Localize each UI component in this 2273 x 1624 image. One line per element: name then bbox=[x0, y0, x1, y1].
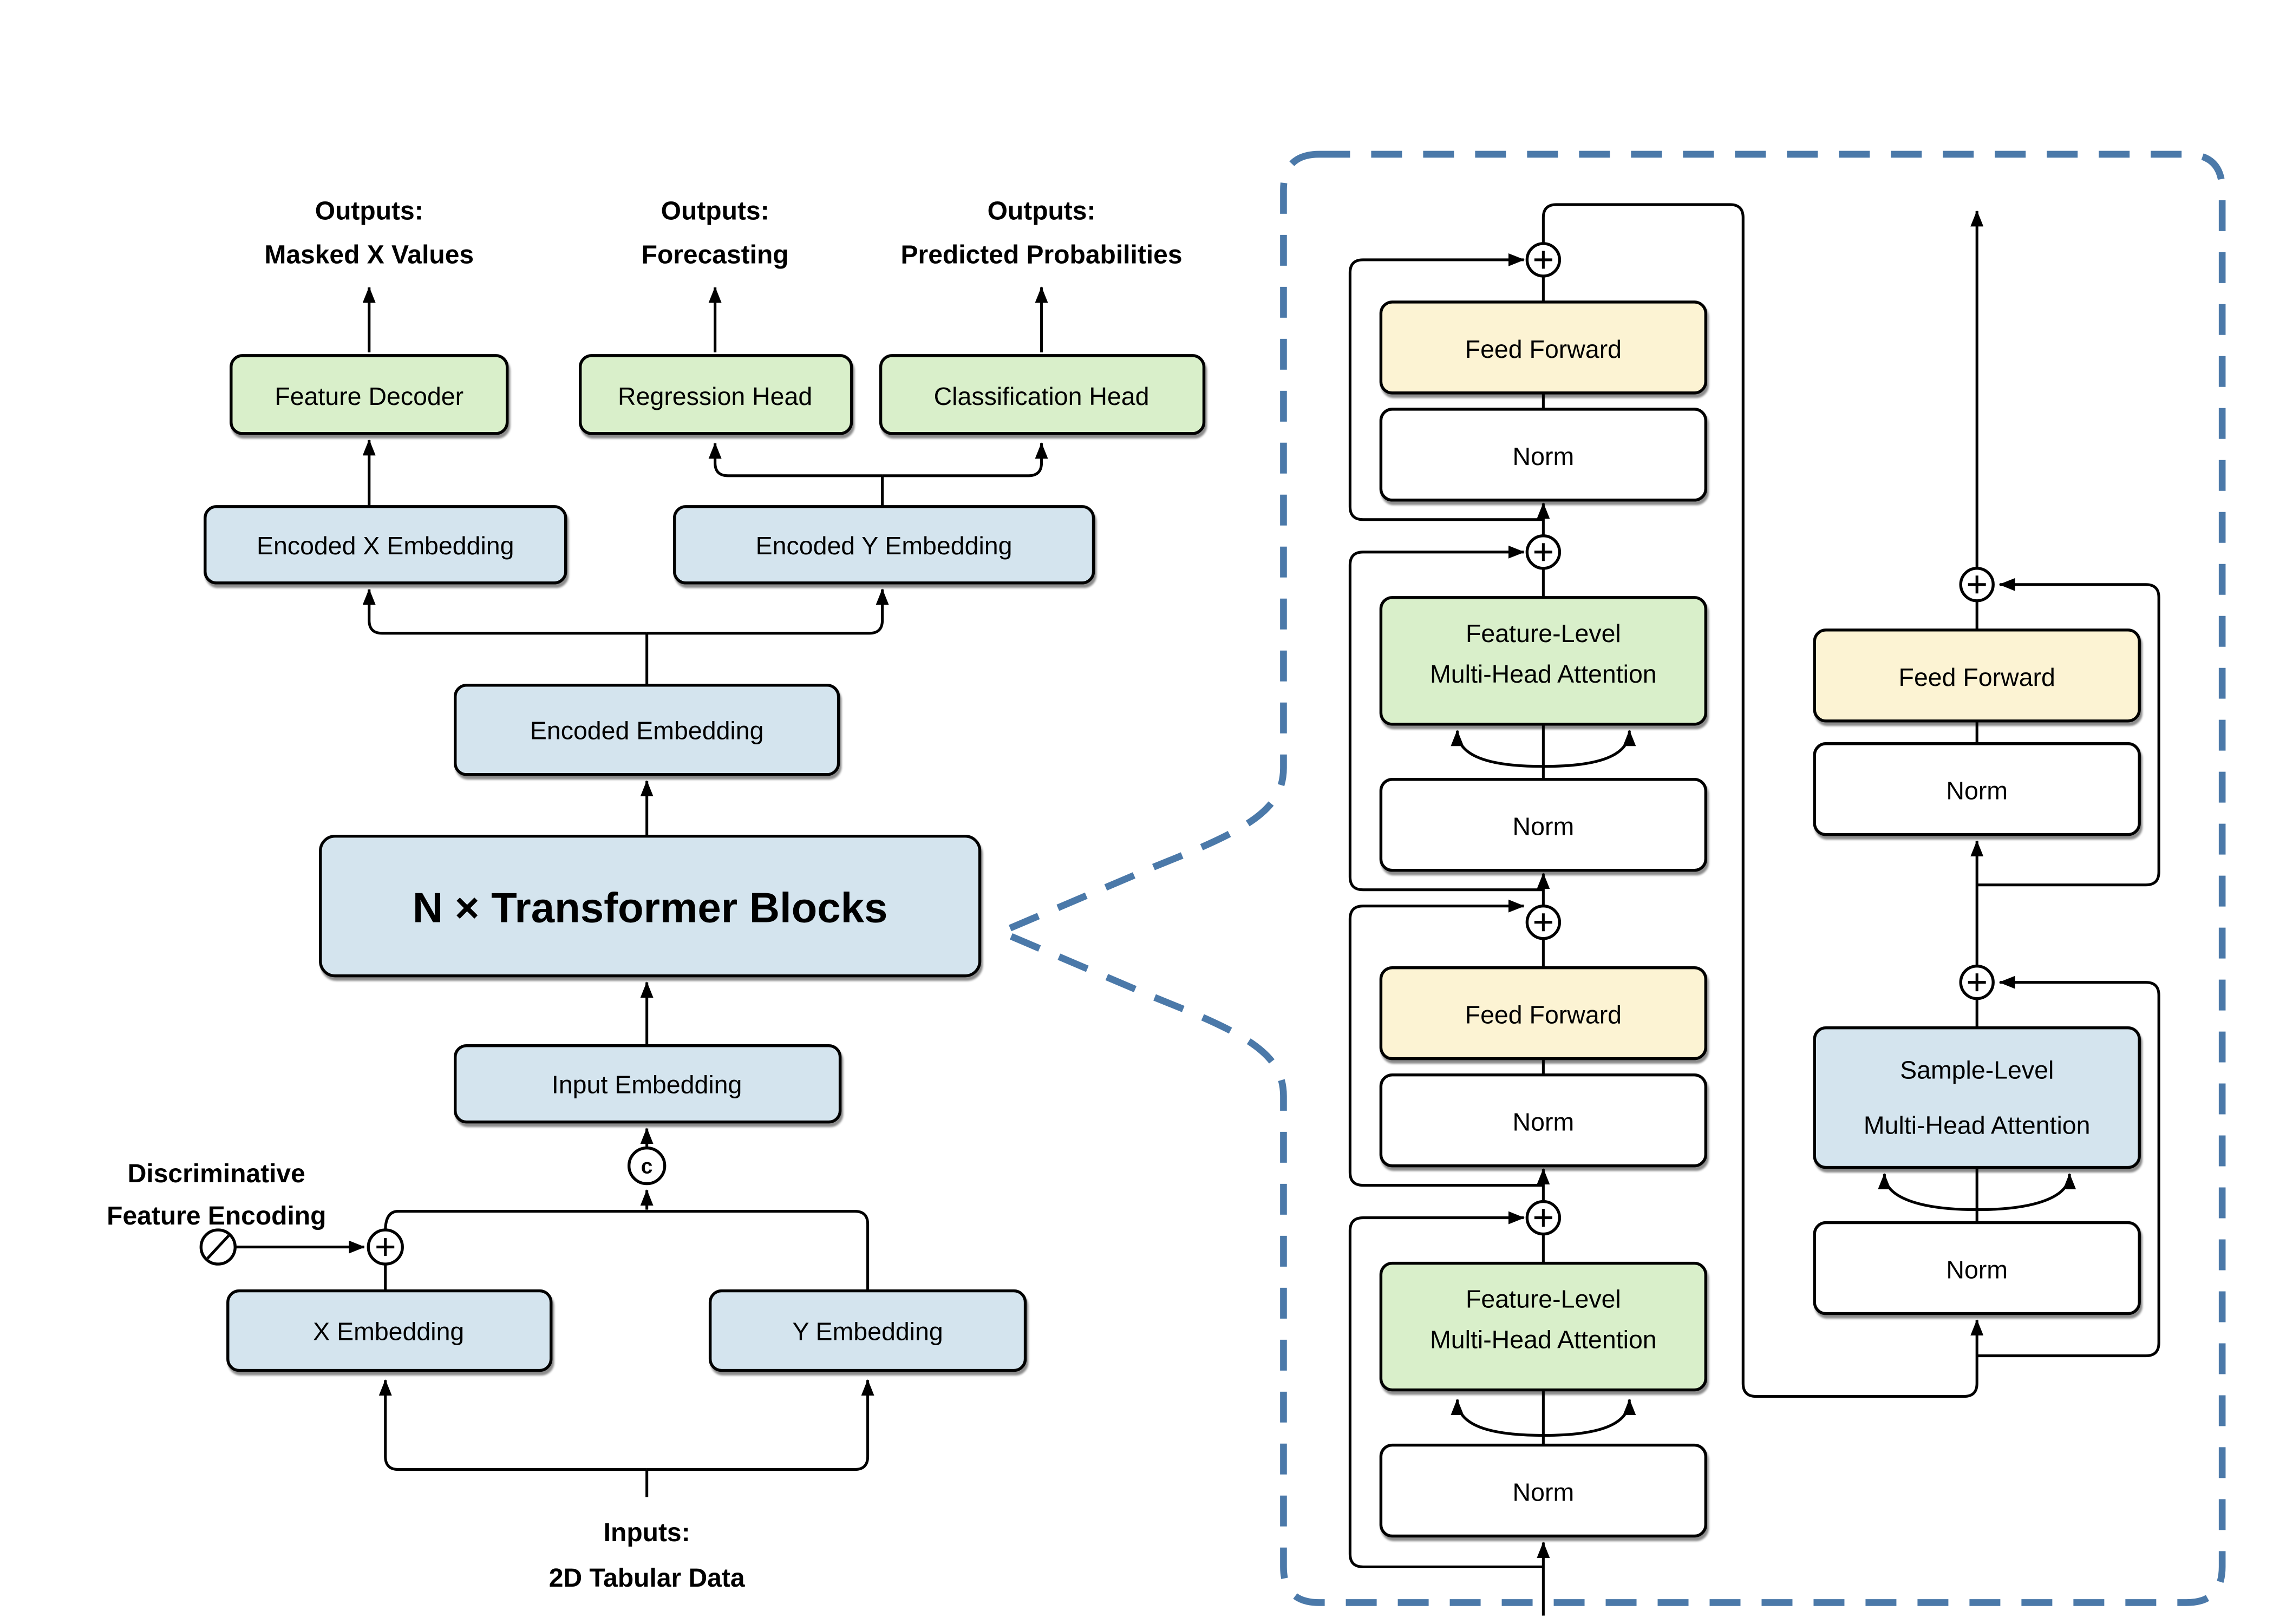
right-norm2-label: Norm bbox=[1946, 1256, 2008, 1284]
add-circle-top bbox=[1525, 242, 1562, 278]
arrow-encoded-y-to-regression bbox=[708, 442, 883, 477]
norm1-box bbox=[1379, 408, 1708, 502]
transformer-block-panel: Feed Forward Norm Feature-Level Multi-He… bbox=[992, 150, 2226, 1616]
panel-right-column: Feed Forward Norm Sample-Level Multi-Hea… bbox=[1813, 210, 2160, 1358]
line-left-column-output-wrap bbox=[1542, 203, 1984, 1398]
attention-arc-mha2-left bbox=[1451, 1399, 1544, 1437]
norm4-box bbox=[1379, 1443, 1708, 1538]
feature-mha1-label-line2: Multi-Head Attention bbox=[1430, 660, 1657, 688]
attention-arc-mha1-right bbox=[1543, 730, 1636, 768]
skip-connection-mha2 bbox=[1348, 1211, 1544, 1569]
sample-mha-label-line2: Multi-Head Attention bbox=[1864, 1111, 2091, 1140]
right-norm2-box bbox=[1813, 1221, 2141, 1315]
add-circle-3 bbox=[1525, 905, 1562, 940]
skip-connection-ff2 bbox=[1348, 899, 1544, 1187]
arrow-inputs-to-x-embedding bbox=[378, 1379, 647, 1471]
arrow-fork-to-encoded-x bbox=[362, 588, 647, 635]
attention-arc-mha1-left bbox=[1451, 730, 1544, 768]
right-norm1-label: Norm bbox=[1946, 777, 2008, 805]
feature-mha2-label-line1: Feature-Level bbox=[1466, 1285, 1621, 1313]
line-embedding-merge bbox=[384, 1210, 870, 1291]
regression-head-box bbox=[578, 354, 853, 435]
feature-mha2-label-line2: Multi-Head Attention bbox=[1430, 1326, 1657, 1354]
arrow-inputs-to-y-embedding bbox=[646, 1379, 874, 1471]
add-circle-4 bbox=[1525, 1200, 1562, 1236]
norm3-box bbox=[1379, 1073, 1708, 1168]
concat-circle-icon bbox=[627, 1146, 667, 1186]
input-embedding-label: Input Embedding bbox=[552, 1071, 742, 1099]
right-norm1-box bbox=[1813, 742, 2141, 836]
attention-arc-sample-right bbox=[1977, 1173, 2076, 1212]
inputs-caption-line1: Inputs: bbox=[604, 1518, 690, 1547]
outputs-masked-caption-line2: Masked X Values bbox=[264, 240, 474, 269]
encoded-x-embedding-label: Encoded X Embedding bbox=[257, 532, 514, 560]
norm1-label: Norm bbox=[1513, 442, 1575, 470]
add-cross-x-icon bbox=[376, 1238, 395, 1256]
concat-symbol: c bbox=[641, 1155, 653, 1178]
discriminative-caption-line1: Discriminative bbox=[128, 1160, 305, 1188]
regression-head-label: Regression Head bbox=[618, 382, 812, 410]
encoded-embedding-box bbox=[454, 684, 840, 776]
feature-decoder-box bbox=[230, 354, 509, 435]
arrow-encoded-y-to-classification bbox=[882, 442, 1048, 477]
skip-connection-ff1 bbox=[1348, 253, 1544, 521]
attention-arc-mha2-right bbox=[1543, 1399, 1636, 1437]
outputs-predicted-caption-line1: Outputs: bbox=[988, 197, 1096, 225]
transformer-blocks-label: N × Transformer Blocks bbox=[413, 884, 887, 932]
arrow-fork-to-encoded-y bbox=[646, 588, 889, 635]
encoded-embedding-label: Encoded Embedding bbox=[530, 717, 764, 745]
feature-mha1-box bbox=[1379, 596, 1708, 726]
sample-mha-box bbox=[1813, 1026, 2141, 1169]
ff2-label: Feed Forward bbox=[1465, 1001, 1622, 1029]
panel-left-column: Feed Forward Norm Feature-Level Multi-He… bbox=[1348, 203, 1984, 1616]
norm3-label: Norm bbox=[1513, 1108, 1575, 1136]
outputs-forecasting-caption-line2: Forecasting bbox=[642, 240, 789, 269]
ff1-box bbox=[1379, 300, 1708, 395]
norm2-label: Norm bbox=[1513, 813, 1575, 841]
x-embedding-label: X Embedding bbox=[313, 1318, 464, 1346]
add-circle-2 bbox=[1525, 534, 1562, 570]
attention-arc-sample-left bbox=[1878, 1173, 1977, 1212]
norm2-box bbox=[1379, 778, 1708, 872]
feature-decoder-label: Feature Decoder bbox=[275, 382, 463, 410]
encoded-x-embedding-box bbox=[204, 505, 567, 585]
encoded-y-embedding-box bbox=[672, 505, 1095, 585]
add-circle-right-top bbox=[1959, 567, 1995, 603]
y-embedding-label: Y Embedding bbox=[792, 1318, 943, 1346]
y-embedding-box bbox=[708, 1289, 1027, 1372]
ff2-box bbox=[1379, 966, 1708, 1060]
right-ff-box bbox=[1813, 628, 2141, 723]
x-embedding-box bbox=[226, 1289, 553, 1372]
null-feature-slash-icon bbox=[206, 1234, 230, 1260]
discriminative-caption-line2: Feature Encoding bbox=[107, 1202, 326, 1230]
outputs-forecasting-caption-line1: Outputs: bbox=[661, 197, 769, 225]
sample-mha-label-line1: Sample-Level bbox=[1900, 1056, 2054, 1084]
skip-connection-right-ff bbox=[1977, 578, 2160, 887]
transformer-blocks-box bbox=[319, 835, 982, 978]
ff1-label: Feed Forward bbox=[1465, 335, 1622, 363]
norm4-label: Norm bbox=[1513, 1478, 1575, 1507]
skip-connection-mha1 bbox=[1348, 545, 1544, 892]
inputs-caption-line2: 2D Tabular Data bbox=[549, 1564, 745, 1593]
classification-head-box bbox=[879, 354, 1206, 435]
input-embedding-box bbox=[454, 1044, 842, 1124]
outputs-masked-caption-line1: Outputs: bbox=[315, 197, 423, 225]
feature-mha1-label-line1: Feature-Level bbox=[1466, 619, 1621, 647]
panel-dashed-border bbox=[992, 150, 2226, 1606]
classification-head-label: Classification Head bbox=[934, 382, 1149, 410]
left-flow-diagram: Outputs: Masked X Values Outputs: Foreca… bbox=[107, 197, 1206, 1593]
add-circle-right-bottom bbox=[1959, 964, 1995, 1000]
outputs-predicted-caption-line2: Predicted Probabilities bbox=[901, 240, 1183, 269]
right-ff-label: Feed Forward bbox=[1899, 663, 2055, 691]
skip-connection-right-mha bbox=[1977, 975, 2160, 1358]
feature-mha2-box bbox=[1379, 1261, 1708, 1392]
encoded-y-embedding-label: Encoded Y Embedding bbox=[756, 532, 1013, 560]
